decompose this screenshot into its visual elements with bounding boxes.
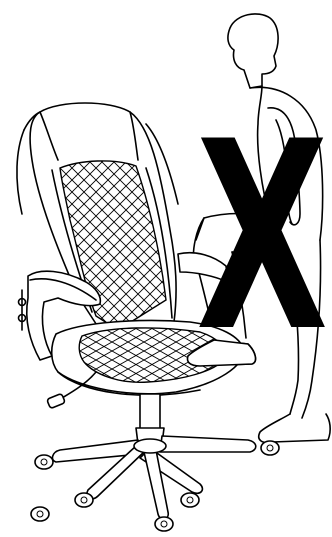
prohibition-x-mark: X [196, 112, 286, 364]
chair-gas-lift [140, 394, 160, 430]
